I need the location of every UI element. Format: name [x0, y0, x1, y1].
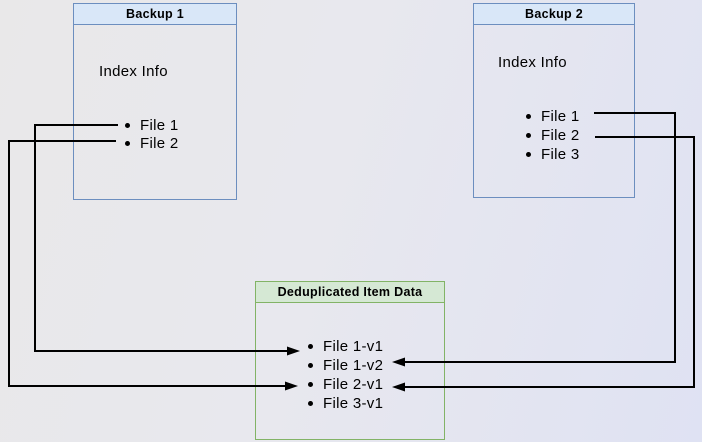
backup2-file-list: File 1 File 2 File 3 [474, 107, 634, 164]
dedup-title: Deduplicated Item Data [256, 282, 444, 303]
dedup-item-file1-v2: File 1-v2 [256, 356, 444, 375]
dedup-item-list: File 1-v1 File 1-v2 File 2-v1 File 3-v1 [256, 337, 444, 413]
dedup-box: Deduplicated Item Data File 1-v1 File 1-… [255, 281, 445, 440]
backup1-title: Backup 1 [74, 4, 236, 25]
bullet-icon [125, 122, 130, 128]
backup2-file-1: File 1 [474, 107, 634, 126]
backup2-title: Backup 2 [474, 4, 634, 25]
bullet-icon [526, 152, 531, 157]
bullet-icon [526, 133, 531, 138]
backup1-file-1-label: File 1 [140, 116, 179, 134]
bullet-icon [308, 363, 313, 368]
dedup-item-file2-v1: File 2-v1 [256, 375, 444, 394]
dedup-item-file3-v1: File 3-v1 [256, 394, 444, 413]
backup1-box: Backup 1 Index Info File 1 File 2 [73, 3, 237, 200]
dedup-item-file1-v1-label: File 1-v1 [323, 338, 384, 355]
backup2-file-2: File 2 [474, 126, 634, 145]
backup2-index-info-label: Index Info [498, 54, 567, 71]
backup1-index-info-label: Index Info [99, 63, 168, 80]
bullet-icon [125, 140, 130, 146]
backup1-file-list: File 1 File 2 [74, 116, 236, 152]
backup2-file-3-label: File 3 [541, 146, 580, 163]
backup2-file-3: File 3 [474, 145, 634, 164]
bullet-icon [308, 344, 313, 349]
bullet-icon [526, 114, 531, 119]
dedup-item-file3-v1-label: File 3-v1 [323, 395, 384, 412]
backup2-box: Backup 2 Index Info File 1 File 2 File 3 [473, 3, 635, 198]
backup1-file-2-label: File 2 [140, 134, 179, 152]
backup2-file-2-label: File 2 [541, 127, 580, 144]
dedup-item-file1-v1: File 1-v1 [256, 337, 444, 356]
bullet-icon [308, 401, 313, 406]
backup2-file-1-label: File 1 [541, 108, 580, 125]
dedup-item-file2-v1-label: File 2-v1 [323, 376, 384, 393]
backup1-file-1: File 1 [74, 116, 236, 134]
backup1-file-2: File 2 [74, 134, 236, 152]
dedup-item-file1-v2-label: File 1-v2 [323, 357, 384, 374]
bullet-icon [308, 382, 313, 387]
